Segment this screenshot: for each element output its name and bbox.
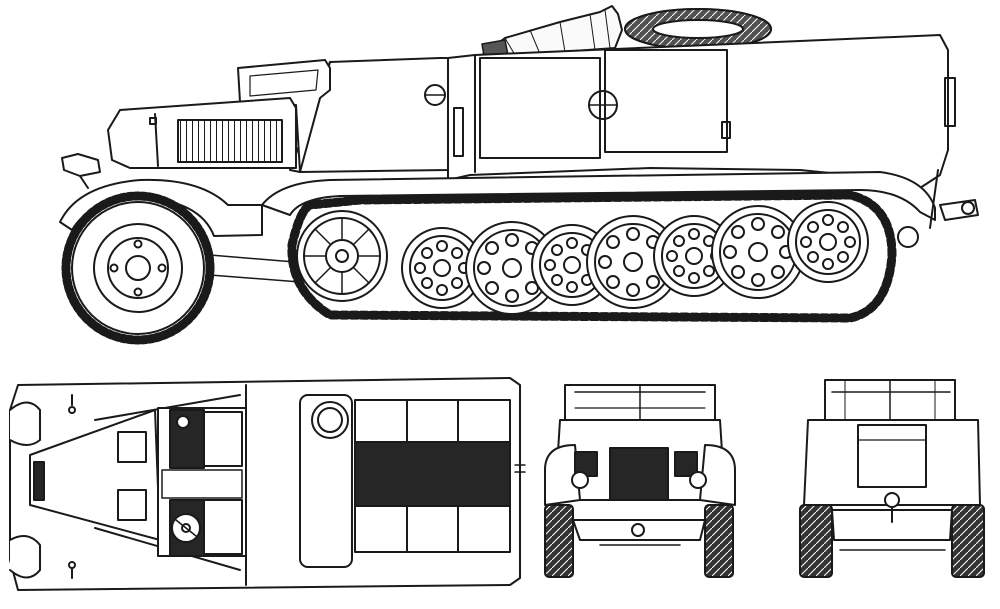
drive-sprocket [296, 210, 388, 302]
rear-view [799, 379, 985, 578]
road-wheel [401, 227, 483, 309]
steering-wheel-icon [171, 513, 201, 543]
front-wheel [61, 191, 215, 345]
front-view [544, 384, 736, 578]
side-view [59, 5, 979, 345]
road-wheels [401, 201, 869, 315]
road-wheel [787, 201, 869, 283]
top-view [9, 377, 526, 591]
headlight-icon [61, 153, 101, 189]
front-grille [609, 447, 669, 501]
track-guard [261, 171, 936, 221]
road-wheel [465, 221, 559, 315]
radiator-grille [177, 119, 283, 163]
